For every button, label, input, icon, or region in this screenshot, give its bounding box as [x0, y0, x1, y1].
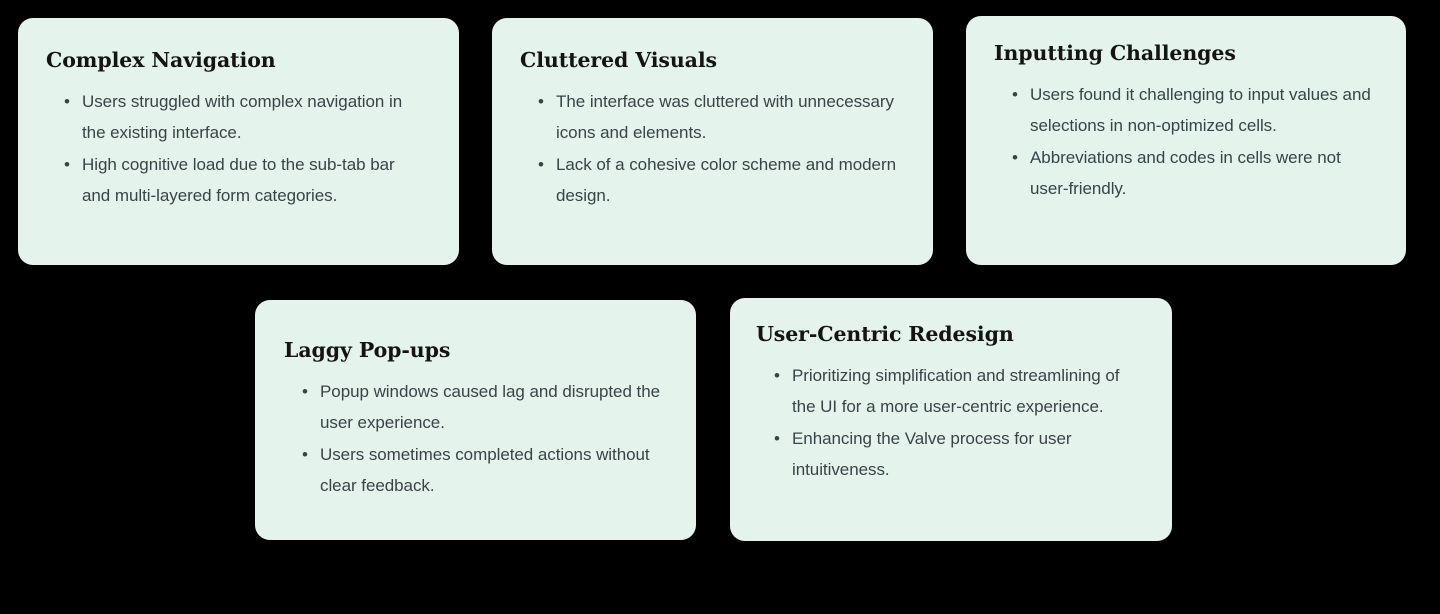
card-bullet-list: • Prioritizing simplification and streaml… [756, 361, 1138, 487]
card-user-centric-redesign[interactable]: User-Centric Redesign • Prioritizing simp… [730, 298, 1184, 557]
card-content: Cluttered Visuals • The interface was clu… [492, 18, 933, 265]
list-item: • Abbreviations and codes in cells were n… [1010, 143, 1372, 205]
bullet-text: Users sometimes completed actions withou… [320, 445, 650, 496]
card-content: Inputting Challenges • Users found it cha… [966, 16, 1406, 265]
list-item: • High cognitive load due to the sub-tab … [62, 150, 425, 212]
card-bullet-list: • Users struggled with complex navigation… [46, 87, 425, 213]
list-item: • Prioritizing simplification and streaml… [772, 361, 1138, 423]
bullet-icon: • [538, 91, 544, 111]
bullet-icon: • [774, 365, 780, 385]
card-content: Complex Navigation • Users struggled with… [18, 18, 459, 265]
card-bullet-list: • The interface was cluttered with unnece… [520, 87, 899, 213]
list-item: • Lack of a cohesive color scheme and mod… [536, 150, 899, 212]
card-title: Cluttered Visuals [520, 48, 717, 72]
bullet-icon: • [774, 429, 780, 449]
list-item: • Enhancing the Valve process for user in… [772, 424, 1138, 486]
bullet-text: Lack of a cohesive color scheme and mode… [556, 155, 896, 206]
bullet-text: Prioritizing simplification and streamli… [792, 365, 1120, 416]
bullet-icon: • [302, 445, 308, 465]
bullet-text: Users found it challenging to input valu… [1030, 84, 1371, 135]
card-inputting-challenges[interactable]: Inputting Challenges • Users found it cha… [966, 16, 1418, 281]
bullet-text: Popup windows caused lag and disrupted t… [320, 381, 661, 432]
card-laggy-popups[interactable]: Laggy Pop-ups • Popup windows caused lag … [255, 300, 708, 556]
card-title: Laggy Pop-ups [284, 338, 451, 362]
card-bullet-list: • Users found it challenging to input val… [994, 80, 1372, 206]
card-content: Laggy Pop-ups • Popup windows caused lag … [255, 300, 696, 540]
card-title: User-Centric Redesign [756, 322, 1014, 346]
bullet-icon: • [64, 155, 70, 175]
bullet-text: High cognitive load due to the sub-tab b… [82, 155, 395, 206]
card-complex-navigation[interactable]: Complex Navigation • Users struggled with… [18, 18, 471, 281]
list-item: • Users sometimes completed actions witho… [300, 440, 662, 502]
bullet-text: Users struggled with complex navigation … [82, 91, 403, 142]
card-title: Inputting Challenges [994, 41, 1236, 65]
list-item: • Popup windows caused lag and disrupted … [300, 377, 662, 439]
card-bullet-list: • Popup windows caused lag and disrupted … [284, 377, 662, 503]
bullet-icon: • [538, 155, 544, 175]
card-cluttered-visuals[interactable]: Cluttered Visuals • The interface was clu… [492, 18, 945, 281]
list-item: • The interface was cluttered with unnece… [536, 87, 899, 149]
card-title: Complex Navigation [46, 48, 276, 72]
bullet-text: Abbreviations and codes in cells were no… [1030, 148, 1341, 199]
list-item: • Users found it challenging to input val… [1010, 80, 1372, 142]
bullet-icon: • [302, 381, 308, 401]
bullet-icon: • [64, 91, 70, 111]
card-content: User-Centric Redesign • Prioritizing simp… [730, 298, 1172, 541]
list-item: • Users struggled with complex navigation… [62, 87, 425, 149]
bullet-icon: • [1012, 148, 1018, 168]
bullet-text: The interface was cluttered with unneces… [556, 91, 894, 142]
bullet-icon: • [1012, 84, 1018, 104]
bullet-text: Enhancing the Valve process for user int… [792, 429, 1072, 480]
